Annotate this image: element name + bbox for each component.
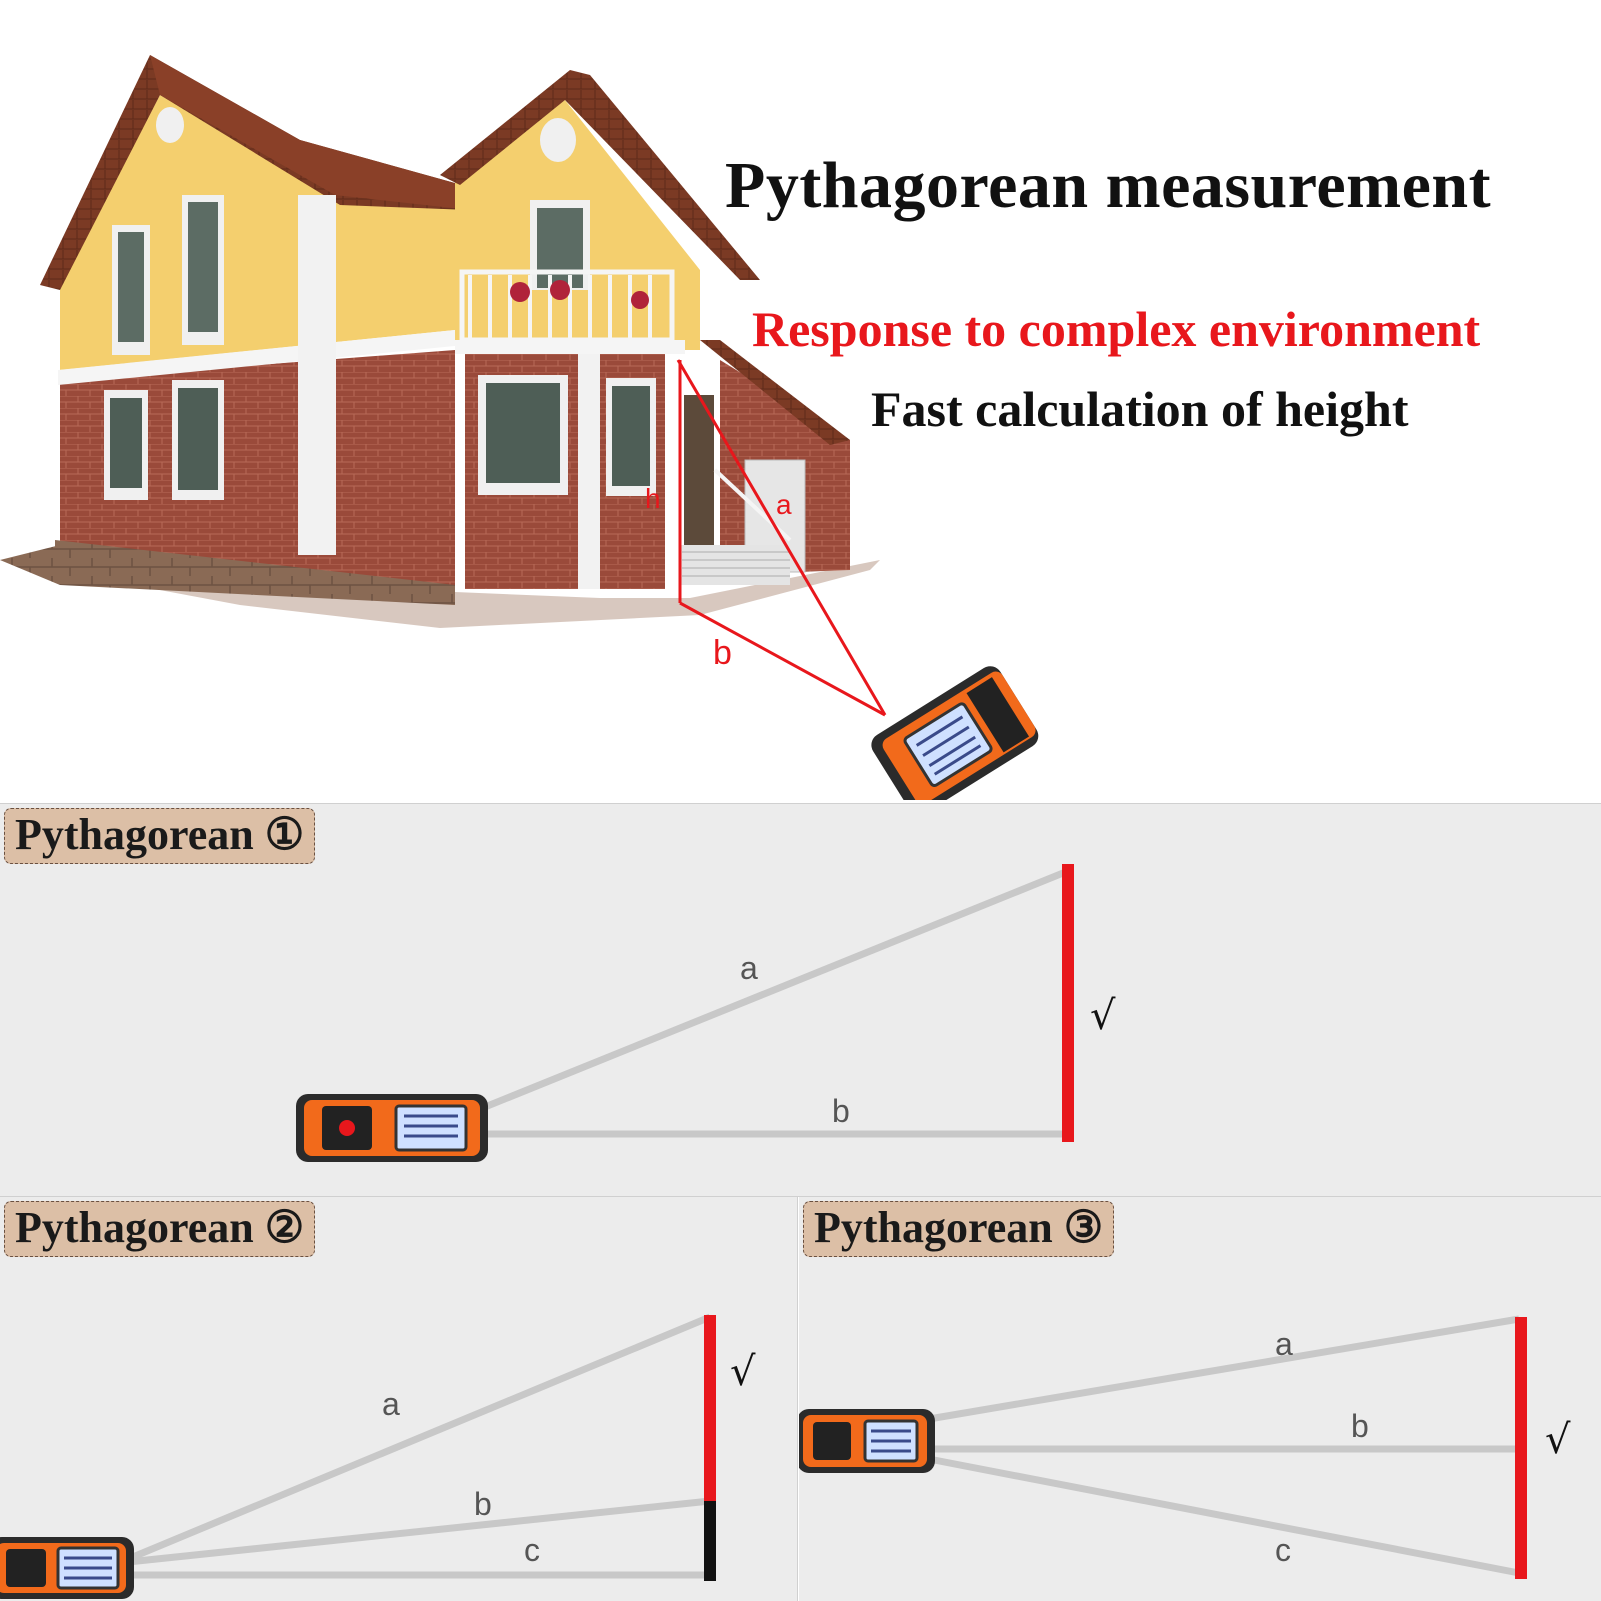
subtitle-complex-environment: Response to complex environment (752, 301, 1481, 357)
subtitle-fast-calculation: Fast calculation of height (871, 381, 1409, 437)
house-label-h: h (645, 483, 661, 514)
panel-1-label-a: a (740, 950, 758, 986)
panel-1-tag: Pythagorean ① (4, 808, 316, 864)
panel-2-result-mark: √ (730, 1349, 756, 1395)
page-title: Pythagorean measurement (725, 149, 1492, 222)
house-illustration: h a b (0, 55, 1039, 800)
panel-3-tag: Pythagorean ③ (803, 1201, 1115, 1257)
house-label-a: a (776, 489, 792, 520)
panel-1-label-b: b (832, 1093, 850, 1129)
panel-3-result-mark: √ (1545, 1417, 1571, 1463)
pythagorean-panel-3: a b c √ Pythagorean ③ (799, 1197, 1601, 1601)
panel-2-label-c: c (524, 1532, 540, 1568)
pythagorean-panel-2: a b c √ Pythagorean ② (0, 1197, 798, 1601)
rangefinder-device-icon (296, 1094, 488, 1162)
panel-2-label-a: a (382, 1386, 400, 1422)
panel-3-label-c: c (1275, 1532, 1291, 1568)
panel-2-diagram: a b c √ (0, 1313, 756, 1599)
house-label-b: b (713, 634, 732, 672)
panel-3-diagram: a b c √ (799, 1315, 1571, 1579)
rangefinder-device-icon (871, 666, 1039, 800)
panel-3-label-a: a (1275, 1326, 1293, 1362)
panel-2-tag: Pythagorean ② (4, 1201, 316, 1257)
panel-1-diagram: a b √ (296, 864, 1116, 1162)
panel-2-label-b: b (474, 1486, 492, 1522)
rangefinder-device-icon (0, 1537, 134, 1599)
pythagorean-panel-1: a b √ Pythagorean ① (0, 803, 1601, 1197)
panel-3-label-b: b (1351, 1408, 1369, 1444)
panel-1-result-mark: √ (1090, 993, 1116, 1039)
rangefinder-device-icon (799, 1409, 935, 1473)
